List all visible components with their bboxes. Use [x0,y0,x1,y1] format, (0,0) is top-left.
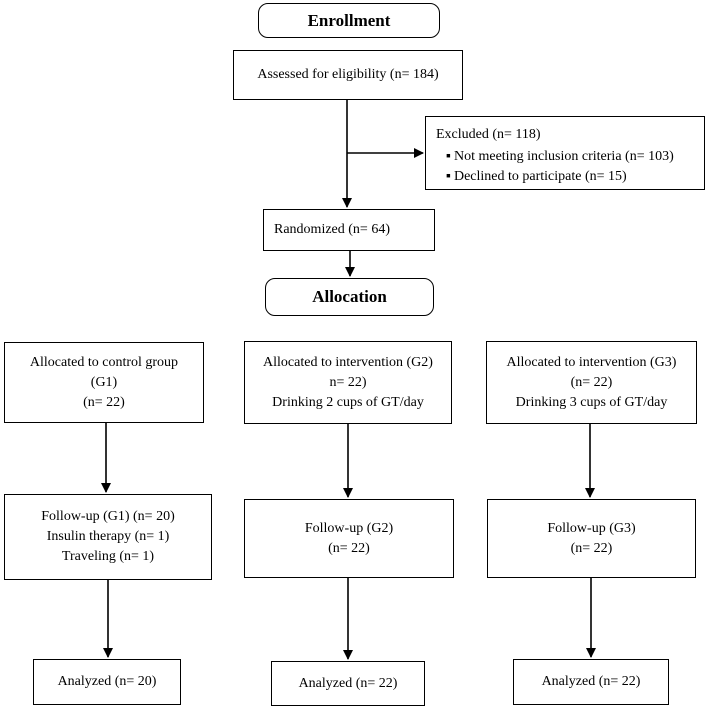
allocation-header: Allocation [265,278,434,316]
excluded-reason-item: Not meeting inclusion criteria (n= 103) [446,147,704,167]
g2-allocated-line: Allocated to intervention (G2) [263,354,433,370]
g1-followup-line: Insulin therapy (n= 1) [46,529,170,544]
g3-followup-line: Follow-up (G3) [547,520,636,536]
g2-allocated-line: Drinking 2 cups of GT/day [272,394,424,410]
randomized-box: Randomized (n= 64) [263,209,435,251]
g1-allocated-line: Allocated to control group [29,354,179,370]
g3-allocated-line: Drinking 3 cups of GT/day [515,394,668,410]
g1-followup-box: Follow-up (G1) (n= 20) Insulin therapy (… [4,494,212,580]
eligibility-text: Assessed for eligibility (n= 184) [257,67,439,82]
g1-allocated-box: Allocated to control group (G1) (n= 22) [4,342,204,423]
g3-allocated-line: (n= 22) [570,374,613,390]
excluded-reasons-list: Not meeting inclusion criteria (n= 103) … [436,147,704,187]
g2-followup-box: Follow-up (G2) (n= 22) [244,499,454,578]
g1-analyzed-text: Analyzed (n= 20) [57,674,157,689]
g3-followup-line: (n= 22) [570,540,613,556]
g1-followup-line: Traveling (n= 1) [61,549,155,564]
g2-allocated-line: n= 22) [329,374,367,390]
excluded-box: Excluded (n= 118) Not meeting inclusion … [425,116,705,190]
g2-analyzed-text: Analyzed (n= 22) [298,675,398,691]
g1-followup-line: Follow-up (G1) (n= 20) [41,509,175,524]
g2-followup-line: Follow-up (G2) [304,520,394,536]
g1-allocated-line: (G1) [90,374,118,390]
randomized-text: Randomized (n= 64) [274,222,390,237]
enrollment-header: Enrollment [258,3,440,38]
g3-allocated-box: Allocated to intervention (G3) (n= 22) D… [486,341,697,424]
excluded-title: Excluded (n= 118) [436,127,541,142]
excluded-reason-item: Declined to participate (n= 15) [446,167,704,187]
g3-analyzed-text: Analyzed (n= 22) [541,674,641,689]
allocation-label: Allocation [312,287,387,306]
g3-analyzed-box: Analyzed (n= 22) [513,659,669,705]
enrollment-label: Enrollment [307,10,391,30]
eligibility-box: Assessed for eligibility (n= 184) [233,50,463,100]
g1-analyzed-box: Analyzed (n= 20) [33,659,181,705]
g3-followup-box: Follow-up (G3) (n= 22) [487,499,696,578]
g3-allocated-line: Allocated to intervention (G3) [506,354,677,370]
g2-allocated-box: Allocated to intervention (G2) n= 22) Dr… [244,341,452,424]
g2-followup-line: (n= 22) [328,540,370,556]
g2-analyzed-box: Analyzed (n= 22) [271,661,425,706]
g1-allocated-line: (n= 22) [83,394,125,410]
